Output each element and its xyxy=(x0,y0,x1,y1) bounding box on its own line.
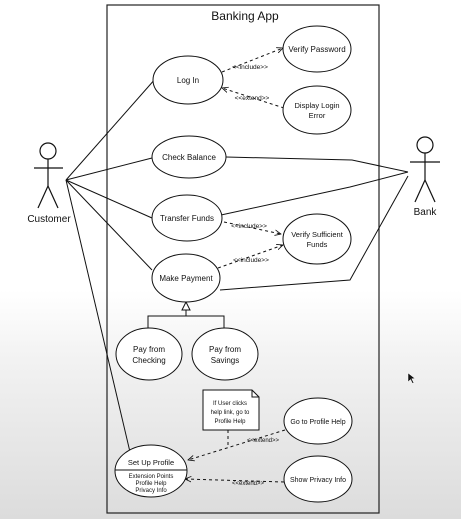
system-title: Banking App xyxy=(211,9,279,23)
label-set-up-profile: Set Up Profile xyxy=(128,458,174,467)
include-label-transfer: <<include>> xyxy=(231,223,267,230)
label-go-to-profile-help: Go to Profile Help xyxy=(290,419,345,426)
bank-label: Bank xyxy=(414,207,438,218)
label-pay-from-savings-1: Pay from xyxy=(209,345,241,354)
system-boundary xyxy=(106,4,380,514)
mouse-cursor-icon xyxy=(407,372,416,384)
customer-label: Customer xyxy=(27,214,71,225)
use-case-verify-password xyxy=(282,25,352,73)
use-case-display-login-error xyxy=(282,85,352,135)
label-profile-help-point: Profile Help xyxy=(135,481,167,487)
use-case-set-up-profile xyxy=(114,444,188,498)
note-line-3: Profile Help xyxy=(214,419,246,425)
bank-associations xyxy=(219,156,409,291)
use-case-make-payment xyxy=(151,253,221,303)
use-case-login xyxy=(152,55,224,105)
label-verify-password: Verify Password xyxy=(288,45,345,54)
note-line-1: If User clicks xyxy=(213,401,247,407)
use-case-pay-from-savings xyxy=(191,327,259,381)
label-pay-from-savings-2: Savings xyxy=(211,356,239,365)
label-verify-sufficient-funds-2: Funds xyxy=(307,240,328,249)
include-label-payment: <<include>> xyxy=(233,257,269,264)
bank-actor xyxy=(410,136,440,203)
label-pay-from-checking-2: Checking xyxy=(132,356,165,365)
include-label-verify-password: <<include>> xyxy=(232,64,268,71)
label-verify-sufficient-funds-1: Verify Sufficient xyxy=(291,230,343,239)
extend-label-privacy: <<extend>> xyxy=(232,481,265,487)
use-case-go-to-profile-help xyxy=(283,397,353,445)
label-extension-points: Extension Points xyxy=(129,474,174,480)
label-check-balance: Check Balance xyxy=(162,153,216,162)
use-case-show-privacy-info xyxy=(283,455,353,503)
use-case-transfer-funds xyxy=(151,194,223,242)
generalization xyxy=(147,300,225,328)
label-show-privacy-info: Show Privacy Info xyxy=(290,477,346,484)
label-privacy-info-point: Privacy Info xyxy=(135,488,167,494)
label-display-login-error-1: Display Login xyxy=(294,101,339,110)
label-make-payment: Make Payment xyxy=(159,274,213,283)
use-case-check-balance xyxy=(151,135,227,179)
label-pay-from-checking-1: Pay from xyxy=(133,345,165,354)
customer-associations xyxy=(65,77,157,453)
note-line-2: help link, go to xyxy=(211,410,250,416)
extend-label-profile-help: <<extend>> xyxy=(247,438,280,444)
extend-label-login-error: <<extend>> xyxy=(235,95,270,102)
label-transfer-funds: Transfer Funds xyxy=(160,214,214,223)
use-case-pay-from-checking xyxy=(115,327,183,381)
use-case-verify-sufficient-funds xyxy=(282,213,352,265)
customer-actor xyxy=(34,142,63,209)
label-login: Log In xyxy=(177,76,199,85)
relation-arrows xyxy=(185,48,286,483)
help-note xyxy=(202,389,260,431)
label-display-login-error-2: Error xyxy=(309,111,326,120)
